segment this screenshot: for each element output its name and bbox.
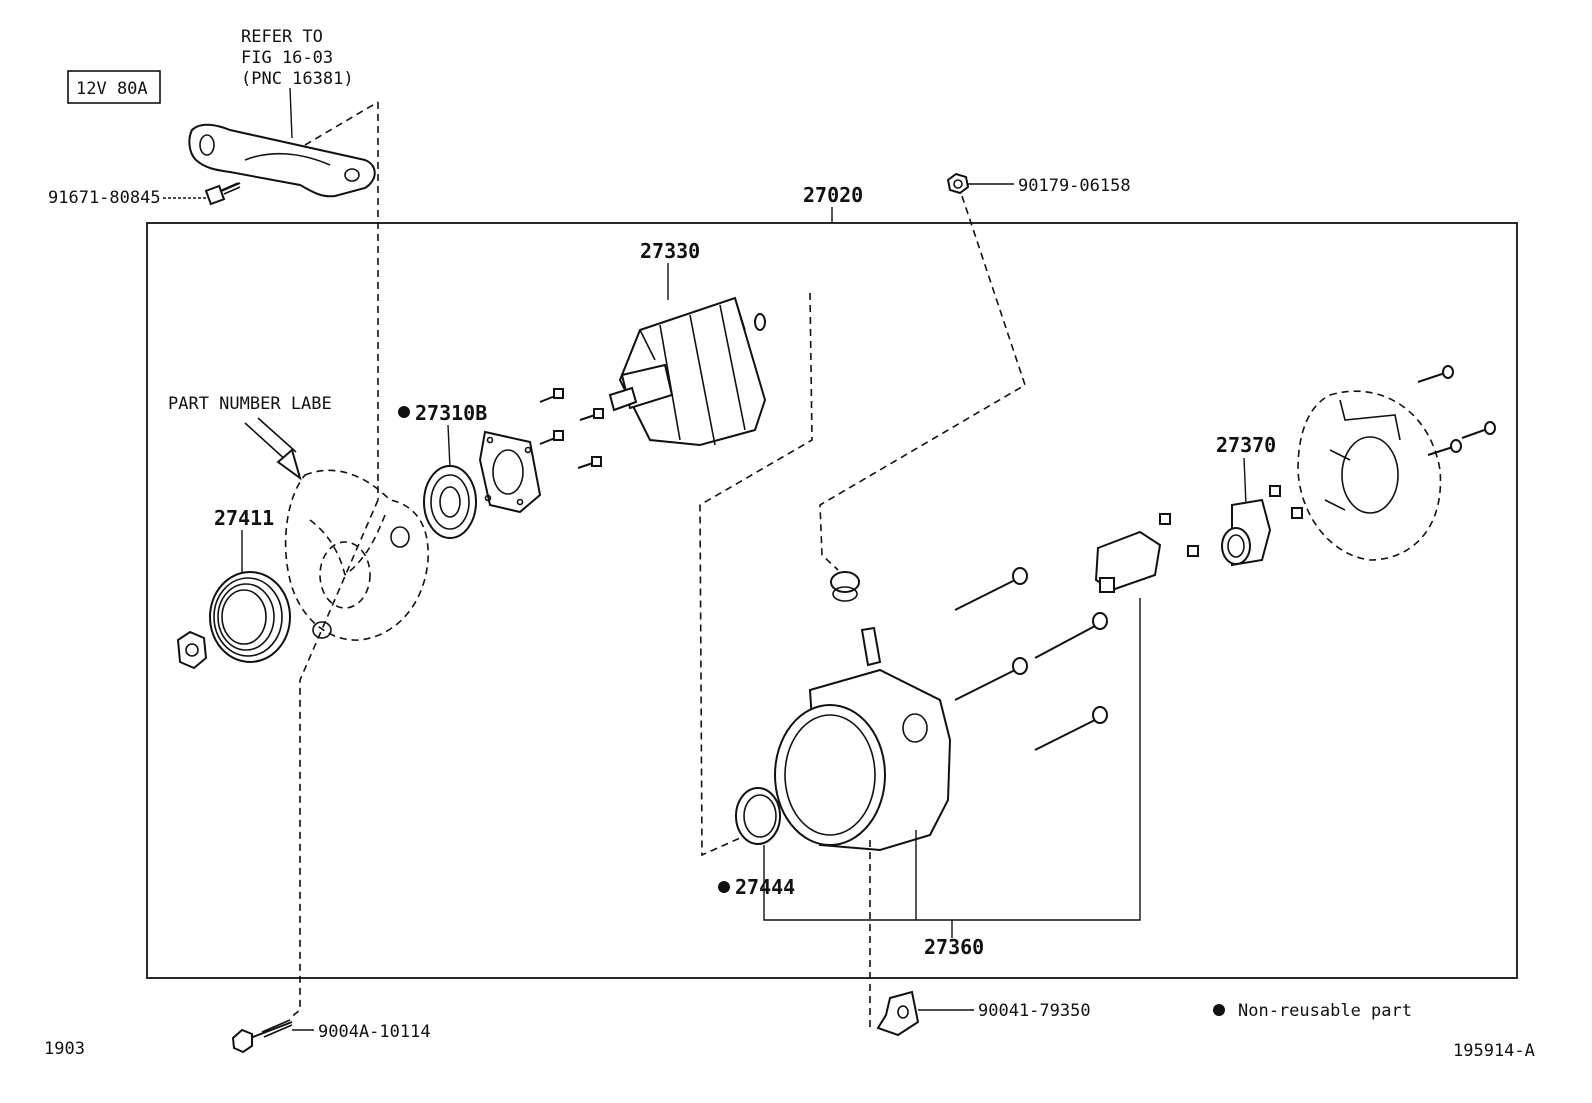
part-label-note: PART NUMBER LABE: [168, 394, 332, 414]
pulley-nut: [176, 630, 208, 670]
callout-seal: 27444: [735, 875, 795, 899]
callout-frame-group: 27360: [924, 935, 984, 959]
callout-pulley: 27411: [214, 506, 274, 530]
axis-link-bracket: [304, 101, 379, 146]
non-reusable-dot-bearing: [398, 406, 410, 418]
terminal-insulator: [830, 571, 860, 602]
bearing: [423, 465, 477, 539]
spec-badge: 12V 80A: [76, 79, 148, 99]
rectifier-end-frame: [774, 626, 952, 852]
axis-line-nut: [819, 195, 1026, 571]
top-nut: [946, 172, 970, 195]
axis-line-rotor: [699, 292, 813, 857]
callout-long-bolt: 9004A-10114: [318, 1022, 431, 1042]
pulley: [209, 571, 291, 663]
callout-bracket-bolt: 91671-80845: [48, 188, 161, 208]
legend-non-reusable: Non-reusable part: [1238, 1001, 1412, 1021]
callout-assembly: 27020: [803, 183, 863, 207]
rear-end-cover: [1297, 390, 1442, 561]
callout-rotor: 27330: [640, 239, 700, 263]
legend-dot: [1213, 1004, 1225, 1016]
rectifier-connector: [1094, 530, 1162, 593]
callout-top-nut: 90179-06158: [1018, 176, 1131, 196]
refer-note-line2: FIG 16-03: [241, 48, 333, 68]
callout-bracket-clip: 90041-79350: [978, 1001, 1091, 1021]
bearing-retainer-plate: [478, 430, 542, 514]
mounting-bracket: [188, 123, 376, 198]
non-reusable-dot-seal: [718, 881, 730, 893]
footer-right-code: 195914-A: [1453, 1041, 1535, 1061]
rotor-assembly: [608, 296, 767, 447]
footer-left-code: 1903: [44, 1039, 85, 1059]
callout-bearing: 27310B: [415, 401, 487, 425]
assembly-frame: [146, 222, 1518, 979]
refer-leader: [289, 87, 293, 139]
bracket-clip: [876, 990, 920, 1037]
axis-line-left: [289, 102, 379, 1019]
refer-note-line1: REFER TO: [241, 27, 323, 47]
bracket-bolt: [204, 182, 241, 206]
leader-bearing: [447, 424, 451, 469]
callout-regulator: 27370: [1216, 433, 1276, 457]
through-bolts: [954, 567, 1108, 751]
seal-ring: [735, 787, 781, 845]
spec-badge-box: [67, 70, 161, 104]
long-bolt: [231, 1019, 293, 1054]
cover-screws: [1417, 365, 1496, 456]
regulator-brush-holder: [1221, 498, 1272, 567]
rotor-screws: [539, 388, 604, 469]
refer-note-line3: (PNC 16381): [241, 69, 354, 89]
drive-end-frame: [284, 469, 429, 641]
regulator-screws: [1159, 485, 1303, 557]
leader-regulator: [1243, 457, 1247, 506]
part-label-arrow: [244, 417, 302, 481]
